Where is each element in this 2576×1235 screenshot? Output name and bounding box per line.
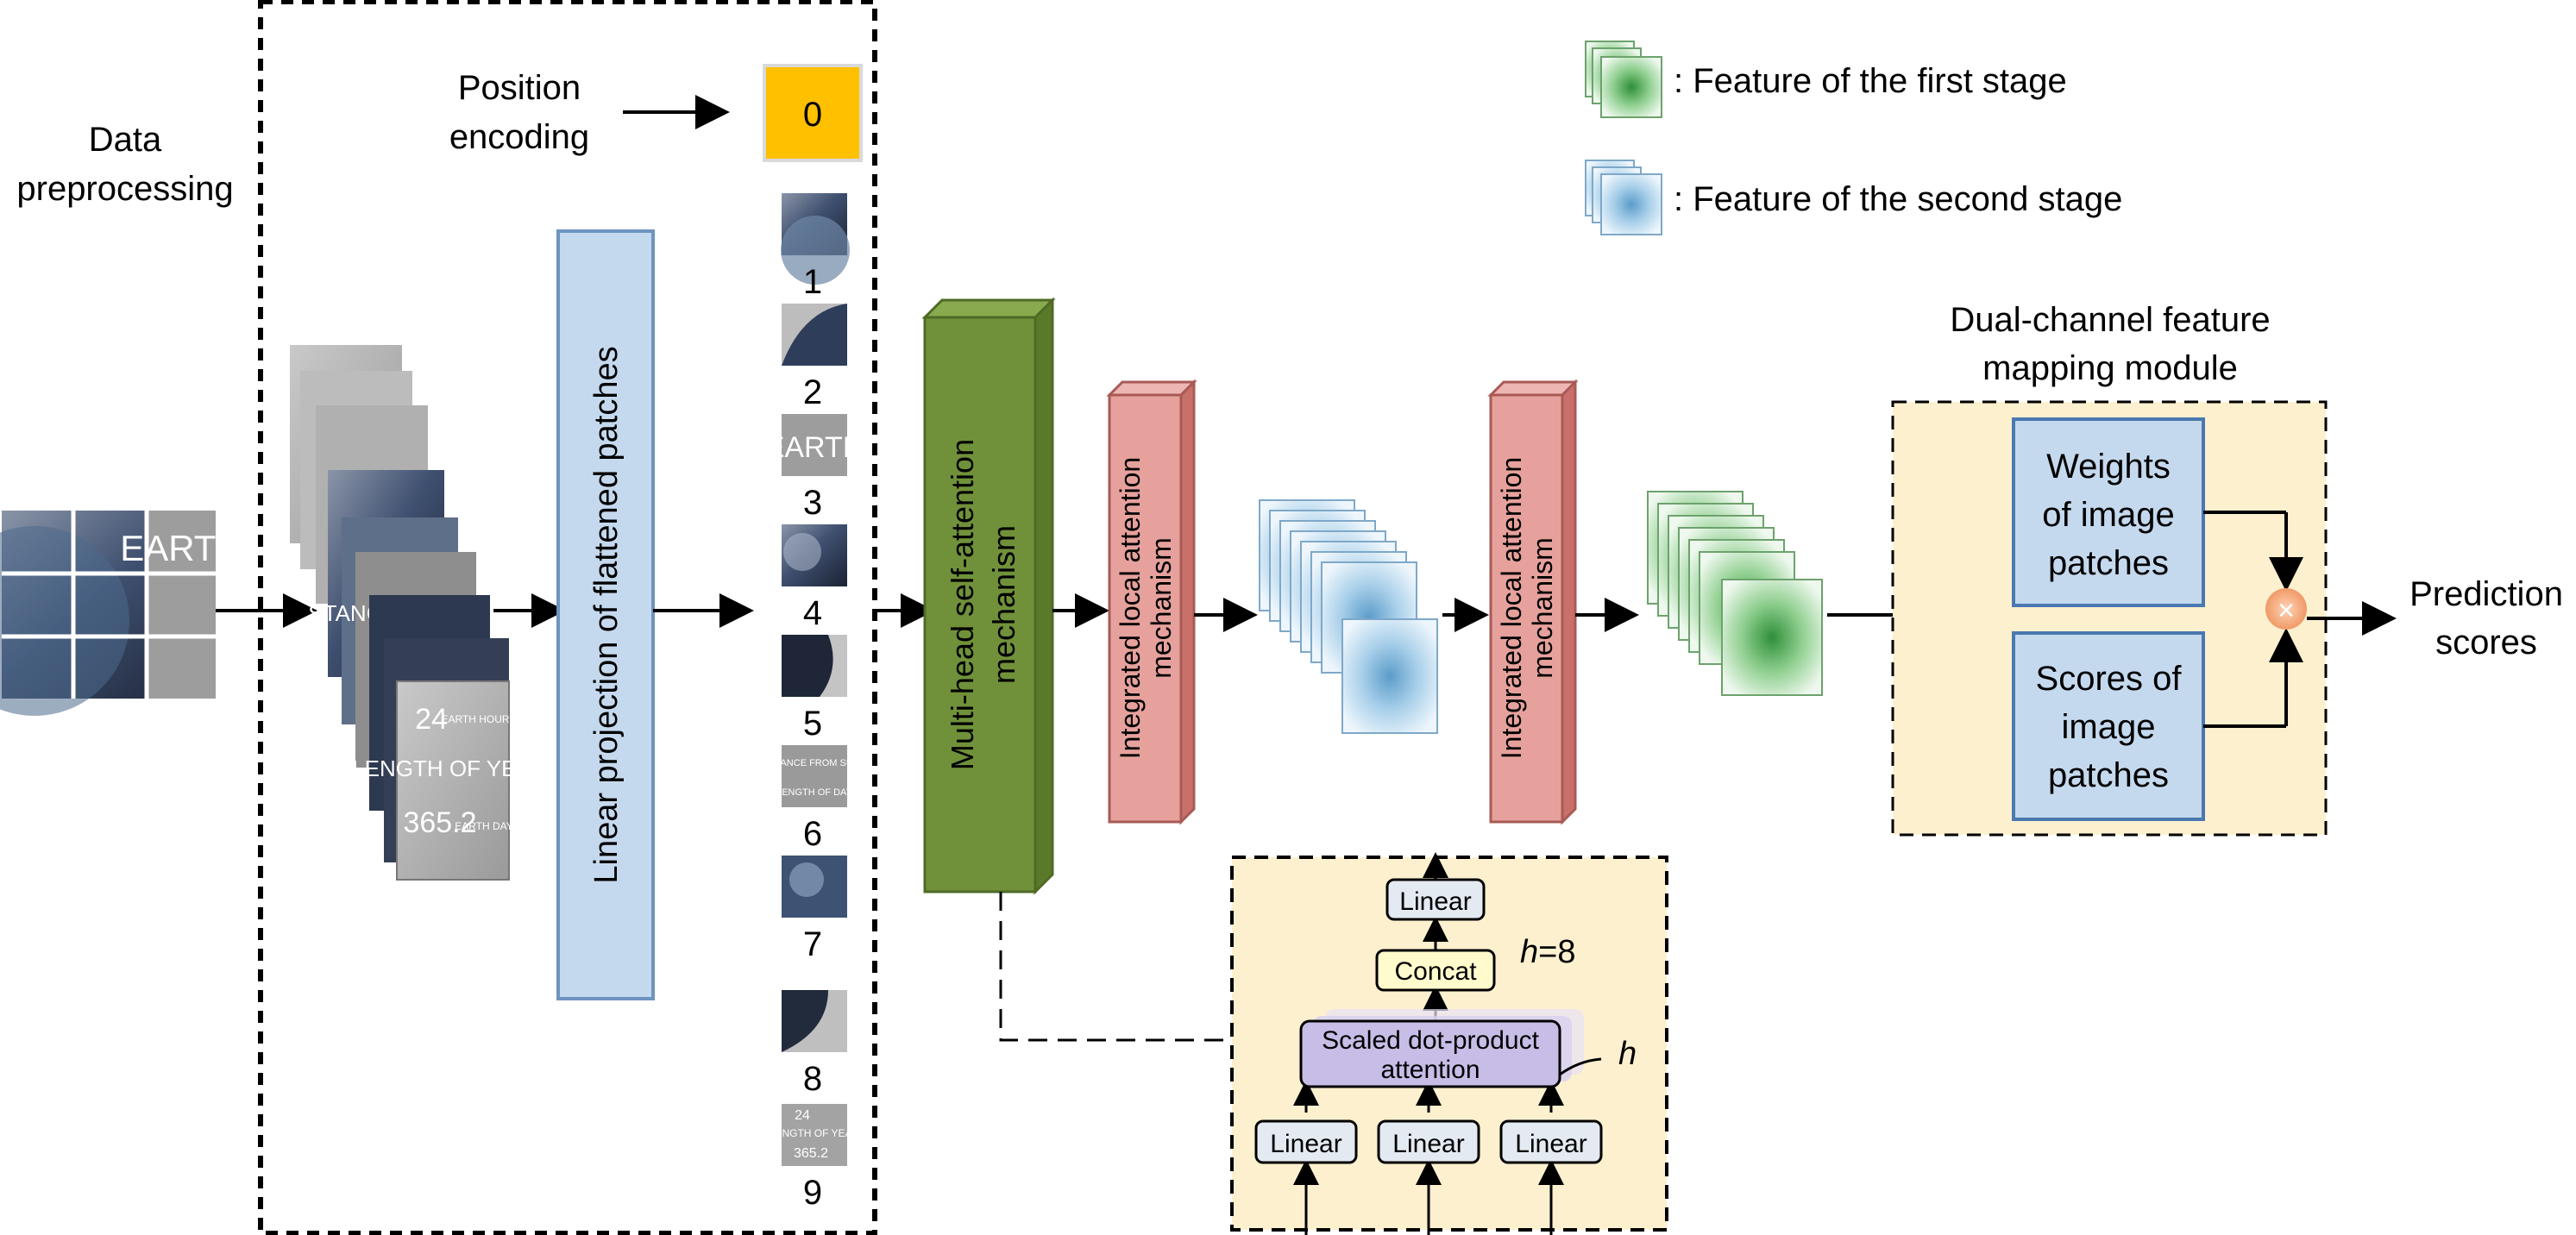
linear-top-box: Linear [1385,878,1486,921]
sdpa-stack: Scaled dot-product attention [1299,1009,1584,1088]
svg-text:scores: scores [2435,624,2537,661]
svg-text:5: 5 [803,705,822,743]
svg-text:mechanism: mechanism [1146,537,1177,679]
patch-6: STANCE FROM SUN LENGTH OF DAY 6 [769,745,860,853]
svg-text:Integrated local attention: Integrated local attention [1115,457,1146,759]
h-bracket [1559,1057,1602,1076]
svg-text:LENGTH OF YEAR:: LENGTH OF YEAR: [352,755,554,781]
svg-text:: Feature of the second stage: : Feature of the second stage [1674,180,2122,218]
multiply-icon: × [2265,588,2307,630]
svg-text:2: 2 [803,373,822,411]
patch-8: 8 [782,990,847,1098]
svg-text:Linear projection of flattened: Linear projection of flattened patches [588,346,625,883]
svg-text:9: 9 [803,1174,822,1212]
svg-text:Linear: Linear [1270,1130,1341,1158]
position-encoding-label: Position encoding [449,69,589,156]
green-feature-stack [1647,491,1823,696]
svg-text:preprocessing: preprocessing [16,170,233,208]
svg-text:Linear: Linear [1515,1130,1586,1158]
svg-text:EARTH HOURS: EARTH HOURS [441,713,516,725]
position-token-0: 0 [763,64,863,162]
scores-box: Scores of image patches [2012,631,2205,821]
svg-text:patches: patches [2048,544,2169,582]
patch-5: 5 [782,635,847,743]
legend-first-stage: : Feature of the first stage [1585,41,2067,118]
svg-text:EARTH: EARTH [765,431,864,464]
svg-text:Weights: Weights [2046,448,2171,486]
svg-text:Multi-head self-attention: Multi-head self-attention [945,439,980,770]
svg-text:Integrated local attention: Integrated local attention [1496,457,1527,759]
input-image: EARTH [0,511,242,716]
legend-second-stage: : Feature of the second stage [1585,160,2122,235]
mhsa-block: Multi-head self-attention mechanism [921,297,1056,895]
embedding-dashed-region [258,0,877,1235]
svg-text:Scores of: Scores of [2036,660,2183,698]
svg-text:365.2: 365.2 [794,1146,828,1161]
svg-text:×: × [2278,594,2295,627]
svg-text:0: 0 [803,96,822,134]
svg-text:mapping module: mapping module [1982,349,2238,387]
weights-to-multiply-arrow [2203,511,2303,592]
svg-text:365.2: 365.2 [403,806,476,839]
svg-text:encoding: encoding [449,118,589,156]
linear-projection-box: Linear projection of flattened patches [556,229,655,1000]
svg-text:3: 3 [803,484,822,522]
svg-text:: Feature of the first stage: : Feature of the first stage [1674,62,2067,100]
data-preprocessing-label: Data preprocessing [16,121,233,208]
svg-text:1: 1 [803,263,822,301]
patch-4: 4 [782,524,847,632]
svg-text:EARTH DAYS: EARTH DAYS [455,820,520,832]
svg-text:6: 6 [803,815,822,853]
h-side-label: h [1618,1036,1637,1072]
blue-feature-stack [1259,499,1438,734]
patch-3: EARTH 3 [765,414,864,522]
linear-v-box: Linear [1499,1119,1603,1164]
svg-text:Linear: Linear [1399,887,1471,916]
svg-text:8: 8 [803,1060,822,1098]
patch-stack: STANCE FROM SUN 24 EARTH HOURS LENGTH OF… [290,345,554,881]
svg-text:Concat: Concat [1394,957,1477,986]
svg-text:LENGTH OF DAY: LENGTH OF DAY [776,787,852,798]
svg-text:STANCE FROM SUN: STANCE FROM SUN [769,758,860,768]
svg-text:patches: patches [2048,756,2169,794]
ila-block-1: Integrated local attention mechanism [1106,379,1197,825]
svg-text:mechanism: mechanism [1527,537,1558,679]
concat-box: Concat [1375,949,1496,992]
svg-text:Prediction: Prediction [2410,575,2563,613]
svg-text:Data: Data [89,121,162,159]
patch-2: 2 [782,304,847,411]
svg-text:LENGTH OF YEAR: LENGTH OF YEAR [770,1127,860,1139]
svg-text:7: 7 [803,925,822,963]
patch-column: 1 2 EARTH 3 4 5 STANCE FROM SUN LENGTH O… [765,193,864,1212]
svg-text:24: 24 [415,703,448,736]
svg-text:EARTH: EARTH [120,528,242,568]
svg-text:attention: attention [1380,1056,1480,1084]
linear-q-box: Linear [1254,1119,1358,1164]
svg-text:24: 24 [795,1108,810,1123]
heads-count-label: h=8 [1520,934,1575,970]
svg-text:image: image [2062,708,2156,746]
svg-text:Scaled dot-product: Scaled dot-product [1322,1026,1539,1055]
patch-7: 7 [782,856,847,963]
scores-to-multiply-arrow [2203,628,2303,728]
dual-channel-title: Dual-channel feature mapping module [1950,301,2270,387]
mhsa-detail-connector [999,892,1230,1042]
prediction-scores-label: Prediction scores [2410,575,2563,661]
patch-9: 24 LENGTH OF YEAR 365.2 9 [770,1104,860,1212]
weights-box: Weights of image patches [2012,417,2205,607]
linear-k-box: Linear [1377,1119,1480,1164]
svg-text:4: 4 [803,594,822,632]
ila-block-2: Integrated local attention mechanism [1487,379,1579,825]
svg-text:of image: of image [2042,496,2174,534]
svg-text:Dual-channel feature: Dual-channel feature [1950,301,2270,339]
patch-1: 1 [781,193,850,301]
svg-text:mechanism: mechanism [986,525,1021,684]
svg-text:Position: Position [458,69,581,107]
svg-text:Linear: Linear [1392,1130,1464,1158]
